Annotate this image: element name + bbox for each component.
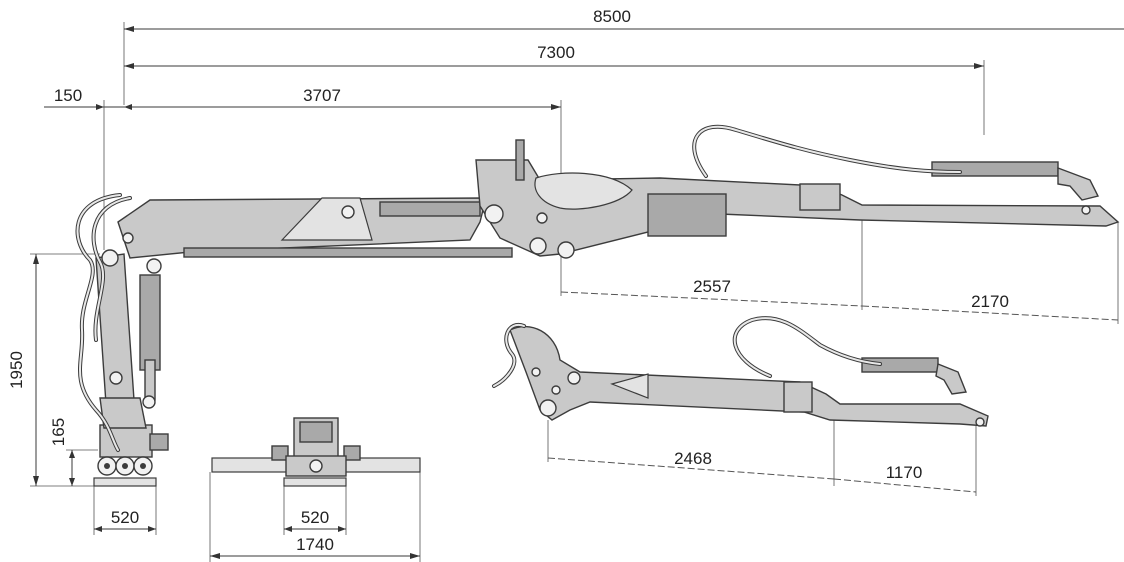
outer-boom-lower bbox=[509, 325, 989, 427]
label-8500: 8500 bbox=[593, 7, 631, 26]
crane-column bbox=[95, 249, 161, 429]
dimension-2557: 2557 bbox=[560, 218, 863, 310]
label-520-front: 520 bbox=[301, 508, 329, 527]
label-1950: 1950 bbox=[7, 351, 26, 389]
dimension-8500: 8500 bbox=[123, 7, 1124, 105]
dimension-1170: 1170 bbox=[833, 426, 977, 496]
label-150: 150 bbox=[54, 86, 82, 105]
label-3707: 3707 bbox=[303, 86, 341, 105]
dimension-2468: 2468 bbox=[547, 410, 835, 486]
outer-boom-upper bbox=[475, 139, 1120, 259]
dimension-150: 150 bbox=[44, 86, 132, 250]
dimension-7300: 7300 bbox=[124, 43, 985, 135]
dimension-520-side: 520 bbox=[93, 486, 157, 535]
dimension-165: 165 bbox=[49, 418, 98, 486]
label-2557: 2557 bbox=[693, 277, 731, 296]
crane-hoses-left bbox=[75, 193, 132, 452]
hose-upper bbox=[692, 124, 962, 178]
hose-lower bbox=[492, 316, 882, 388]
label-520-side: 520 bbox=[111, 508, 139, 527]
dimension-1740: 1740 bbox=[209, 472, 421, 562]
crane-base bbox=[93, 424, 169, 487]
front-view bbox=[211, 417, 421, 487]
main-boom bbox=[117, 197, 513, 274]
label-2170: 2170 bbox=[971, 292, 1009, 311]
label-165: 165 bbox=[49, 418, 68, 446]
label-1740: 1740 bbox=[296, 535, 334, 554]
dimension-1950: 1950 bbox=[7, 253, 100, 487]
label-1170: 1170 bbox=[886, 463, 923, 482]
label-2468: 2468 bbox=[674, 449, 712, 468]
dimension-2170: 2170 bbox=[861, 222, 1119, 324]
dimension-520-front: 520 bbox=[283, 486, 347, 535]
label-7300: 7300 bbox=[537, 43, 575, 62]
